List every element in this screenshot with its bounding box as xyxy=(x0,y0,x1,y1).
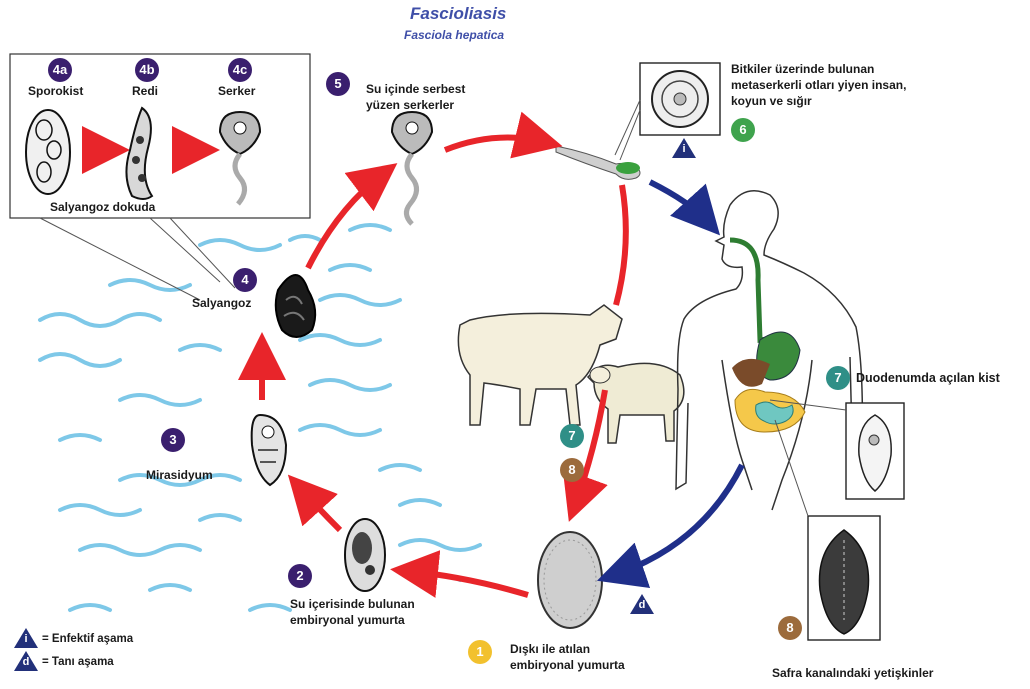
sporocyst-illustration xyxy=(26,110,70,194)
diagnostic-stage-marker: d xyxy=(630,594,654,614)
stage-5-badge: 5 xyxy=(326,72,350,96)
stage-8-badge: 8 xyxy=(778,616,802,640)
stage-2-label-line2: embiryonal yumurta xyxy=(290,613,405,628)
stage-2-label-line1: Su içerisinde bulunan xyxy=(290,597,415,612)
embryonated-egg-water-illustration xyxy=(345,519,385,591)
stage-2-badge: 2 xyxy=(288,564,312,588)
stage-4c-badge: 4c xyxy=(228,58,252,82)
snail-tissue-caption: Salyangoz dokuda xyxy=(50,200,155,215)
stage-4c-label: Serker xyxy=(218,84,255,99)
liver xyxy=(732,359,770,387)
legend: i = Enfektif aşama d = Tanı aşama xyxy=(14,628,214,674)
stage-4b-badge: 4b xyxy=(135,58,159,82)
stage-6-label-line1: Bitkiler üzerinde bulunan xyxy=(731,62,874,77)
legend-infective-icon: i xyxy=(14,628,38,648)
stage-7-label: Duodenumda açılan kist xyxy=(856,371,1000,386)
legend-diagnostic-icon: d xyxy=(14,651,38,671)
stage-4-badge: 4 xyxy=(233,268,257,292)
vegetation-spoon-illustration xyxy=(556,146,640,179)
stage-4a-label: Sporokist xyxy=(28,84,83,99)
legend-infective-label: = Enfektif aşama xyxy=(42,632,133,647)
stage-4b-label: Redi xyxy=(132,84,158,99)
stage-6-badge: 6 xyxy=(731,118,755,142)
free-cercaria-illustration xyxy=(392,112,432,224)
stage-6-label-line3: koyun ve sığır xyxy=(731,94,812,109)
stage-7-animal-badge: 7 xyxy=(560,424,584,448)
stage-7-badge: 7 xyxy=(826,366,850,390)
legend-diagnostic-label: = Tanı aşama xyxy=(42,655,114,670)
stage-3-label: Mirasidyum xyxy=(146,468,213,483)
stage-6-label-line2: metaserkerli otları yiyen insan, xyxy=(731,78,906,93)
stage-1-badge: 1 xyxy=(468,640,492,664)
stage-3-badge: 3 xyxy=(161,428,185,452)
stage-8-animal-badge: 8 xyxy=(560,458,584,482)
stage-1-label-line2: embiryonal yumurta xyxy=(510,658,625,673)
infective-stage-marker: i xyxy=(672,138,696,158)
snail-illustration xyxy=(276,275,315,337)
stage-1-label-line1: Dışkı ile atılan xyxy=(510,642,590,657)
stage-5-label-line2: yüzen serkerler xyxy=(366,98,454,113)
stage-5-label-line1: Su içinde serbest xyxy=(366,82,465,97)
stage-4a-badge: 4a xyxy=(48,58,72,82)
feces-egg-illustration xyxy=(538,532,602,628)
stage-8-label: Safra kanalındaki yetişkinler xyxy=(772,666,933,681)
stage-4-label: Salyangoz xyxy=(192,296,251,311)
miracidium-illustration xyxy=(252,415,286,485)
cow-illustration xyxy=(458,305,622,425)
